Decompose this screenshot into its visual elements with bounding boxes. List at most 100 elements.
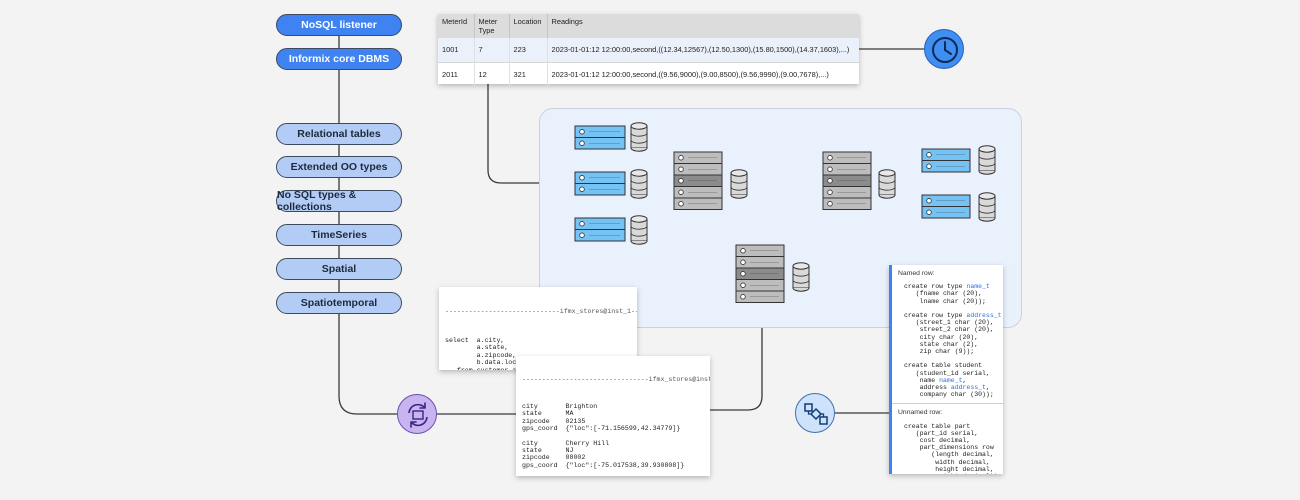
- server-icon: [574, 171, 626, 196]
- result-field: state MA: [522, 410, 704, 417]
- stack-item-spatiotemporal[interactable]: Spatiotemporal: [276, 292, 402, 314]
- result-field-key: gps_coord: [522, 461, 566, 469]
- table-cell: 7: [474, 38, 510, 62]
- code-line: city char (20),: [904, 333, 979, 341]
- stack-item-nosql-types[interactable]: No SQL types & collections: [276, 189, 402, 213]
- table-cell: 1001: [438, 38, 475, 62]
- results-panel: --------------------------------ifmx_sto…: [516, 356, 710, 476]
- query-panel-header: -----------------------------ifmx_stores…: [445, 307, 637, 315]
- code-line: state char (2),: [904, 340, 979, 348]
- database-icon: [730, 169, 748, 199]
- table-cell: 321: [509, 61, 548, 86]
- stack-item-timeseries[interactable]: TimeSeries: [276, 224, 402, 246]
- column-header-meter-type: Meter Type: [474, 14, 510, 38]
- code-line: lname char (20));: [904, 297, 986, 305]
- result-field-key: city: [522, 439, 566, 447]
- table-cell: 12: [474, 61, 510, 86]
- code-line: (street_1 char (20),: [904, 319, 994, 327]
- unnamed-row-section: Unnamed row: create table part (part_id …: [892, 403, 1003, 474]
- result-field-key: state: [522, 410, 566, 418]
- server-icon: [673, 151, 723, 210]
- code-line: (fname char (20),: [904, 290, 983, 298]
- database-icon: [630, 122, 648, 152]
- table-cell: 223: [509, 38, 548, 62]
- code-line: (part_id serial,: [904, 429, 979, 437]
- server-icon: [735, 244, 785, 303]
- result-field-value: 02135: [565, 417, 586, 425]
- database-icon: [878, 169, 896, 199]
- server-icon: [921, 194, 971, 219]
- code-line: (student_id serial,: [904, 369, 990, 377]
- result-field: zipcode 08002: [522, 454, 704, 461]
- server-icon: [822, 151, 872, 210]
- meter-readings-table: MeterId Meter Type Location Readings 100…: [438, 14, 859, 86]
- result-field: zipcode 02135: [522, 418, 704, 425]
- code-line: height decimal,: [904, 465, 994, 473]
- result-field-value: MA: [565, 410, 574, 418]
- result-field-value: Cherry Hill: [565, 439, 610, 447]
- type-name-highlight: name_t: [939, 376, 963, 384]
- named-row-title: Named row:: [898, 270, 935, 277]
- named-row-section: Named row: create row type name_t (fname…: [892, 265, 1003, 403]
- server-icon: [921, 148, 971, 173]
- stack-item-informix-core[interactable]: Informix core DBMS: [276, 48, 402, 70]
- code-line: company char (30));: [904, 391, 994, 399]
- table-cell: 2011: [438, 61, 475, 86]
- column-header-meterid: MeterId: [438, 14, 475, 38]
- result-field-value: {"loc":[-71.156599,42.34779]}: [565, 425, 681, 433]
- result-field-value: Brighton: [565, 403, 598, 411]
- stack-item-spatial[interactable]: Spatial: [276, 258, 402, 280]
- result-field-key: city: [522, 403, 566, 411]
- unnamed-row-title: Unnamed row:: [898, 409, 943, 417]
- type-name-highlight: address_t: [966, 312, 1002, 319]
- result-field-value: NJ: [565, 447, 574, 455]
- code-line: zip char (9));: [904, 348, 975, 356]
- flow-icon: [795, 393, 835, 433]
- result-field: city Cherry Hill: [522, 440, 704, 447]
- code-line: part_dimensions row: [904, 444, 994, 452]
- sync-icon: [397, 394, 437, 434]
- code-line: create table student: [904, 362, 983, 370]
- code-line: width decimal,: [904, 458, 990, 466]
- result-field-key: state: [522, 447, 566, 455]
- database-icon: [792, 262, 810, 292]
- result-field: city Brighton: [522, 403, 704, 410]
- result-field-key: zipcode: [522, 454, 566, 462]
- named-row-code: create row type name_t (fname char (20),…: [898, 283, 1002, 399]
- result-field-key: zipcode: [522, 417, 566, 425]
- code-line: address address_t,: [904, 384, 990, 392]
- code-line: street_2 char (20),: [904, 326, 994, 334]
- code-line: create row type name_t: [904, 283, 990, 291]
- table-cell: 2023-01-01:12 12:00:00,second,((9.56,900…: [547, 61, 859, 86]
- stack-item-extended-oo-types[interactable]: Extended OO types: [276, 156, 402, 178]
- server-icon: [574, 125, 626, 150]
- table-row[interactable]: 1001 7 223 2023-01-01:12 12:00:00,second…: [438, 38, 859, 62]
- result-field-value: {"loc":[-75.017538,39.930808]}: [565, 461, 685, 469]
- column-header-location: Location: [509, 14, 548, 38]
- code-line: create table part: [904, 422, 971, 430]
- database-icon: [978, 145, 996, 175]
- results-panel-header: --------------------------------ifmx_sto…: [522, 375, 710, 383]
- database-icon: [978, 192, 996, 222]
- result-field-key: gps_coord: [522, 425, 566, 433]
- table-row[interactable]: 2011 12 321 2023-01-01:12 12:00:00,secon…: [438, 61, 859, 86]
- result-field: gps_coord {"loc":[-71.156599,42.34779]}: [522, 425, 704, 432]
- database-icon: [630, 169, 648, 199]
- code-line: cost decimal,: [904, 437, 971, 445]
- schema-panel: Named row: create row type name_t (fname…: [889, 265, 1003, 474]
- result-field: gps_coord {"loc":[-75.017538,39.930808]}: [522, 462, 704, 469]
- code-line: (length decimal,: [904, 451, 994, 459]
- stack-item-nosql-listener[interactable]: NoSQL listener: [276, 14, 402, 36]
- server-icon: [574, 217, 626, 242]
- type-name-highlight: name_t: [966, 283, 990, 291]
- code-line: create row type address_t: [904, 312, 1002, 319]
- code-line: [904, 305, 997, 312]
- stack-item-relational-tables[interactable]: Relational tables: [276, 123, 402, 145]
- result-field: state NJ: [522, 447, 704, 454]
- column-header-readings: Readings: [547, 14, 859, 38]
- database-icon: [630, 215, 648, 245]
